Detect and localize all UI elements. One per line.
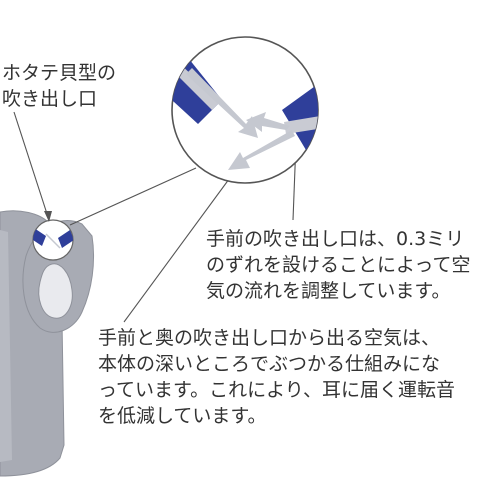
- callout-line: ホタテ貝型の: [2, 62, 117, 84]
- callout-line: 本体の深いところでぶつかる仕組みにな: [98, 353, 441, 375]
- callout-line: 手前の吹き出し口は、0.3ミリ: [206, 228, 465, 250]
- airflow-arrow-icon-2: [228, 130, 295, 170]
- callout-line: 吹き出し口: [2, 88, 98, 110]
- callout-line: 気の流れを調整しています。: [206, 280, 451, 302]
- airflow-arrow-icon-3: [246, 112, 290, 132]
- callout-front-outlet: 手前の吹き出し口は、0.3ミリ のずれを設けることによって空 気の流れを調整して…: [206, 226, 470, 304]
- small-nozzle-right: [58, 230, 73, 248]
- outlet-ring-light: [38, 263, 73, 319]
- nozzle-left-icon: [172, 54, 222, 124]
- airflow-arrow-icon-1: [186, 68, 258, 138]
- leader-scallop-arrow-icon: [44, 211, 52, 222]
- leader-collision: [123, 155, 247, 323]
- callout-line: っています。これにより、耳に届く運転音: [98, 379, 456, 401]
- body-edge-shading: [0, 230, 12, 462]
- leader-zoom: [69, 167, 197, 226]
- callout-scallop-outlet: ホタテ貝型の 吹き出し口: [2, 60, 116, 112]
- small-arrow-icon: [45, 233, 61, 249]
- callout-line: 手前と奥の吹き出し口から出る空気は、: [98, 327, 441, 349]
- leader-scallop: [13, 111, 50, 221]
- callout-airflow-collision: 手前と奥の吹き出し口から出る空気は、 本体の深いところでぶつかる仕組みにな って…: [98, 325, 455, 429]
- nozzle-right-lip: [284, 116, 318, 134]
- zoom-circle: [171, 36, 319, 184]
- airflow-arrows: [186, 68, 295, 170]
- callout-line: のずれを設けることによって空: [206, 254, 471, 276]
- small-highlight: [32, 219, 74, 261]
- callout-line: を低減しています。: [98, 405, 267, 427]
